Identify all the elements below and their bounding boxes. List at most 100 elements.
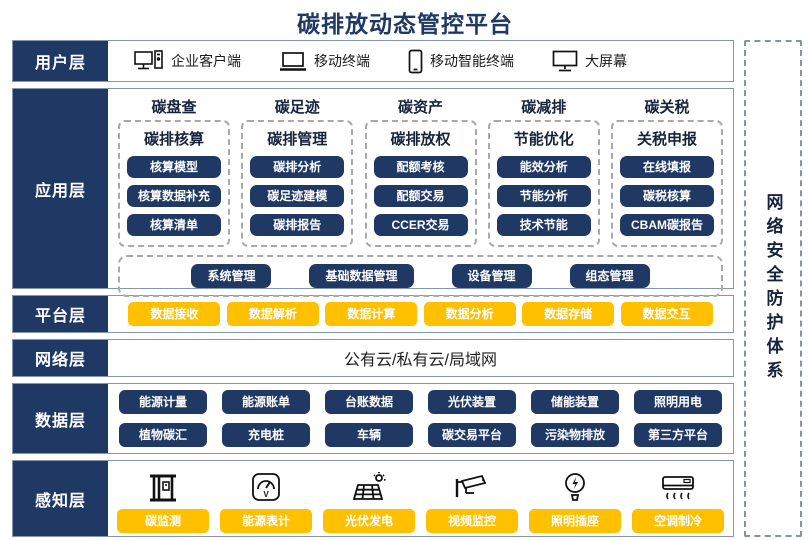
- platform-layer-label: 平台层: [13, 296, 108, 332]
- app-column-carbon-footprint: 碳足迹 碳排管理 碳排分析 碳足迹建模 碳排报告: [241, 96, 354, 248]
- light-bulb-icon: [562, 467, 588, 503]
- app-module: 节能分析: [496, 185, 591, 208]
- app-column-title: 碳足迹: [274, 99, 320, 117]
- carbon-monitor-icon: [146, 467, 180, 503]
- application-layer-label: 应用层: [13, 89, 108, 289]
- solar-panel-icon: [351, 467, 387, 503]
- data-source: 能源账单: [222, 390, 310, 415]
- data-source: 污染物排放: [531, 423, 619, 448]
- app-column-box: 碳排放权 配额考核 配额交易 CCER交易: [364, 120, 477, 248]
- perception-item-solar: 光伏发电: [323, 467, 415, 533]
- perception-label: 视频监控: [426, 508, 518, 533]
- app-common-module: 系统管理: [191, 264, 272, 289]
- perception-item-carbon-monitoring: 碳监测: [117, 467, 209, 533]
- security-protection-box: 网络安全防护体系: [744, 40, 802, 537]
- platform-layer-content: 数据接收 数据解析 数据计算 数据分析 数据存储 数据交互: [108, 296, 733, 331]
- app-module: 碳排报告: [250, 214, 345, 237]
- app-column-box: 节能优化 能效分析 节能分析 技术节能: [487, 120, 600, 248]
- laptop-icon: [279, 51, 307, 72]
- user-item-label: 企业客户端: [171, 53, 241, 70]
- app-column-carbon-assets: 碳资产 碳排放权 配额考核 配额交易 CCER交易: [364, 96, 477, 248]
- app-column-title: 碳关税: [644, 99, 690, 117]
- app-column-subtitle: 节能优化: [513, 131, 574, 149]
- data-source: 植物碳汇: [119, 423, 207, 448]
- app-module: 碳排分析: [250, 156, 345, 179]
- platform-module: 数据接收: [128, 302, 221, 327]
- app-common-module: 基础数据管理: [309, 264, 414, 289]
- network-layer-band: 网络层 公有云/私有云/局域网: [12, 338, 734, 378]
- app-column-box: 碳排管理 碳排分析 碳足迹建模 碳排报告: [241, 120, 354, 248]
- app-column-subtitle: 碳排管理: [267, 131, 328, 149]
- app-column-subtitle: 关税申报: [636, 131, 697, 149]
- platform-module: 数据计算: [325, 302, 418, 327]
- app-column-box: 碳排核算 核算模型 核算数据补充 核算清单: [118, 120, 230, 248]
- user-item-label: 移动终端: [314, 53, 370, 70]
- user-layer-content: 企业客户端 移动终端: [108, 41, 733, 81]
- app-module: 配额交易: [373, 185, 468, 208]
- perception-item-cctv: 视频监控: [426, 467, 518, 533]
- data-source: 台账数据: [325, 390, 413, 415]
- network-layer-content: 公有云/私有云/局域网: [108, 340, 733, 376]
- platform-module: 数据分析: [423, 302, 516, 327]
- perception-item-lighting: 照明插座: [529, 467, 621, 533]
- network-layer-text: 公有云/私有云/局域网: [344, 352, 497, 370]
- perception-label: 空调制冷: [632, 508, 724, 533]
- app-column-carbon-inventory: 碳盘查 碳排核算 核算模型 核算数据补充 核算清单: [118, 96, 230, 248]
- data-source: 充电桩: [222, 423, 310, 448]
- app-module: 碳税核算: [620, 185, 714, 208]
- application-layer-content: 碳盘查 碳排核算 核算模型 核算数据补充 核算清单 碳足迹 碳排管理: [108, 89, 733, 298]
- application-layer-band: 应用层 碳盘查 碳排核算 核算模型 核算数据补充 核算清单: [12, 88, 734, 298]
- air-conditioner-icon: [660, 467, 696, 503]
- user-item-label: 移动智能终端: [430, 53, 514, 70]
- user-layer-band: 用户层: [12, 40, 734, 83]
- perception-label: 光伏发电: [323, 508, 415, 533]
- data-source: 能源计量: [119, 390, 207, 415]
- platform-module: 数据解析: [226, 302, 319, 327]
- perception-layer-label: 感知层: [13, 461, 108, 537]
- app-column-box: 关税申报 在线填报 碳税核算 CBAM碳报告: [611, 120, 723, 248]
- app-module: CCER交易: [373, 214, 468, 237]
- diagram-layout: 用户层: [12, 40, 802, 538]
- data-source: 车辆: [325, 423, 413, 448]
- security-protection-text: 网络安全防护体系: [763, 192, 783, 385]
- app-module: 技术节能: [496, 214, 591, 237]
- platform-layer-band: 平台层 数据接收 数据解析 数据计算 数据分析 数据存储 数据交互: [12, 295, 734, 333]
- app-column-title: 碳资产: [397, 99, 443, 117]
- data-row: 能源计量 能源账单 台账数据 光伏装置 储能装置 照明用电: [108, 390, 733, 415]
- user-item-big-screen: 大屏幕: [552, 50, 627, 73]
- app-column-subtitle: 碳排核算: [143, 131, 204, 149]
- app-column-carbon-reduction: 碳减排 节能优化 能效分析 节能分析 技术节能: [487, 96, 600, 248]
- app-column-subtitle: 碳排放权: [390, 131, 451, 149]
- energy-meter-icon: V: [250, 467, 282, 503]
- user-item-smart-terminal: 移动智能终端: [408, 49, 514, 74]
- perception-item-ac: 空调制冷: [632, 467, 724, 533]
- app-common-module: 设备管理: [451, 264, 532, 289]
- perception-label: 能源表计: [220, 508, 312, 533]
- app-module: 核算数据补充: [127, 185, 221, 208]
- platform-module: 数据交互: [620, 302, 713, 327]
- perception-label: 照明插座: [529, 508, 621, 533]
- big-screen-icon: [552, 50, 578, 73]
- data-layer-label: 数据层: [13, 384, 108, 454]
- perception-label: 碳监测: [117, 508, 209, 533]
- svg-text:V: V: [263, 490, 269, 499]
- app-module: 能效分析: [496, 156, 591, 179]
- app-module: 在线填报: [620, 156, 714, 179]
- data-row: 植物碳汇 充电桩 车辆 碳交易平台 污染物排放 第三方平台: [108, 423, 733, 448]
- data-layer-content: 能源计量 能源账单 台账数据 光伏装置 储能装置 照明用电 植物碳汇 充电桩 车…: [108, 384, 733, 453]
- app-common-modules-box: 系统管理 基础数据管理 设备管理 组态管理: [118, 255, 723, 298]
- app-module: 碳足迹建模: [250, 185, 345, 208]
- data-source: 光伏装置: [428, 390, 516, 415]
- data-source: 储能装置: [531, 390, 619, 415]
- app-module: 配额考核: [373, 156, 468, 179]
- perception-layer-content: 碳监测 V 能源表计: [108, 461, 733, 536]
- network-layer-label: 网络层: [13, 339, 108, 377]
- data-layer-band: 数据层 能源计量 能源账单 台账数据 光伏装置 储能装置 照明用电 植物碳汇: [12, 383, 734, 455]
- app-module: 核算模型: [127, 156, 221, 179]
- page-title: 碳排放动态管控平台: [297, 11, 513, 37]
- layer-stack: 用户层: [12, 40, 734, 538]
- user-layer-label: 用户层: [13, 41, 108, 82]
- app-column-carbon-tariff: 碳关税 关税申报 在线填报 碳税核算 CBAM碳报告: [611, 96, 723, 248]
- cctv-icon: [454, 467, 490, 503]
